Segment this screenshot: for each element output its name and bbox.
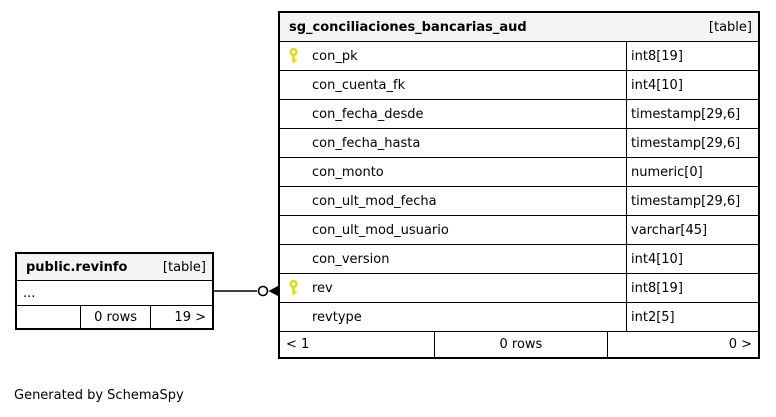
column-row[interactable]: con_fecha_hasta timestamp[29,6]	[280, 129, 758, 158]
footer-children-count: < 1	[286, 337, 310, 352]
column-name: con_fecha_desde	[312, 106, 424, 122]
table-header[interactable]: public.revinfo [table]	[17, 254, 212, 281]
main-table-columns: con_pk int8[19] con_cuenta_fk int4[10]	[280, 42, 758, 332]
footer-row-count: 0 rows	[433, 332, 607, 357]
column-row[interactable]: con_ult_mod_fecha timestamp[29,6]	[280, 187, 758, 216]
column-row[interactable]: con_monto numeric[0]	[280, 158, 758, 187]
fk-relationship-connector	[212, 285, 279, 297]
column-name: con_cuenta_fk	[312, 77, 406, 93]
footer-children-count	[17, 306, 80, 328]
footer-parents-count: 19 >	[150, 306, 212, 328]
column-type: timestamp[29,6]	[626, 129, 758, 157]
arrowhead-icon	[268, 285, 279, 297]
generated-by-note: Generated by SchemaSpy	[14, 388, 184, 403]
table-title: sg_conciliaciones_bancarias_aud	[289, 19, 527, 35]
column-type: int2[5]	[626, 303, 758, 331]
footer-parents-count: 0 >	[606, 332, 758, 357]
table-public-revinfo[interactable]: public.revinfo [table] ... 0 rows 19 >	[15, 252, 214, 330]
column-name: con_version	[312, 251, 390, 267]
primary-key-icon	[289, 279, 298, 296]
column-row[interactable]: con_ult_mod_usuario varchar[45]	[280, 216, 758, 245]
column-type: int4[10]	[626, 71, 758, 99]
column-name: con_fecha_hasta	[312, 135, 421, 151]
column-row[interactable]: con_version int4[10]	[280, 245, 758, 274]
ellipsis-label: ...	[23, 285, 36, 301]
column-type: numeric[0]	[626, 158, 758, 186]
column-type: timestamp[29,6]	[626, 187, 758, 215]
column-row[interactable]: con_pk int8[19]	[280, 42, 758, 71]
table-footer: < 1 0 rows 0 >	[280, 332, 758, 357]
column-name: con_ult_mod_usuario	[312, 222, 449, 238]
column-type: int4[10]	[626, 245, 758, 273]
column-name: con_monto	[312, 164, 384, 180]
column-row[interactable]: rev int8[19]	[280, 274, 758, 303]
table-title: public.revinfo	[26, 259, 128, 275]
column-type: int8[19]	[626, 42, 758, 70]
column-row[interactable]: revtype int2[5]	[280, 303, 758, 332]
collapsed-columns-row: ...	[17, 281, 212, 306]
column-type: varchar[45]	[626, 216, 758, 244]
footer-row-count: 0 rows	[79, 306, 151, 328]
column-name: rev	[312, 280, 333, 296]
circle-connector-end-icon	[257, 285, 269, 297]
column-row[interactable]: con_cuenta_fk int4[10]	[280, 71, 758, 100]
column-name: con_pk	[312, 48, 358, 64]
table-footer: 0 rows 19 >	[17, 306, 212, 328]
table-sg-conciliaciones-bancarias-aud[interactable]: sg_conciliaciones_bancarias_aud [table] …	[278, 11, 760, 359]
column-name: revtype	[312, 309, 362, 325]
table-type-badge: [table]	[708, 19, 752, 35]
primary-key-icon	[289, 47, 298, 64]
table-header[interactable]: sg_conciliaciones_bancarias_aud [table]	[280, 13, 758, 42]
column-row[interactable]: con_fecha_desde timestamp[29,6]	[280, 100, 758, 129]
column-type: timestamp[29,6]	[626, 100, 758, 128]
column-type: int8[19]	[626, 274, 758, 302]
column-name: con_ult_mod_fecha	[312, 193, 437, 209]
table-type-badge: [table]	[162, 259, 206, 275]
